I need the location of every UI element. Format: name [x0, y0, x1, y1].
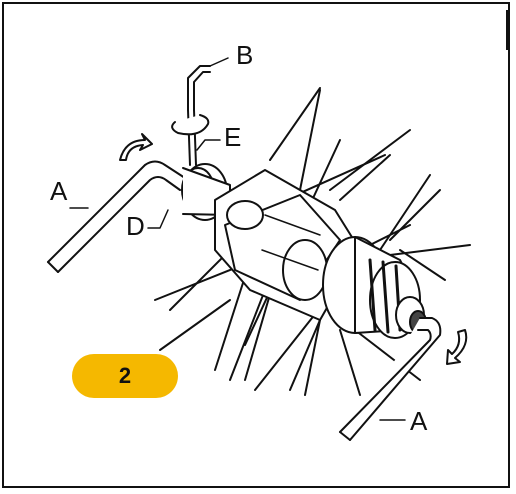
label-a-right: A — [410, 406, 428, 436]
label-b: B — [236, 40, 253, 70]
hex-key-right — [339, 317, 442, 441]
rotation-arrows — [119, 114, 468, 365]
leader-lines — [69, 57, 406, 421]
label-e: E — [224, 122, 241, 152]
label-d: D — [126, 211, 145, 241]
hex-key-left — [47, 160, 186, 273]
step-badge: 2 — [72, 354, 178, 398]
label-a-left: A — [50, 176, 68, 206]
step-number: 2 — [118, 363, 132, 388]
